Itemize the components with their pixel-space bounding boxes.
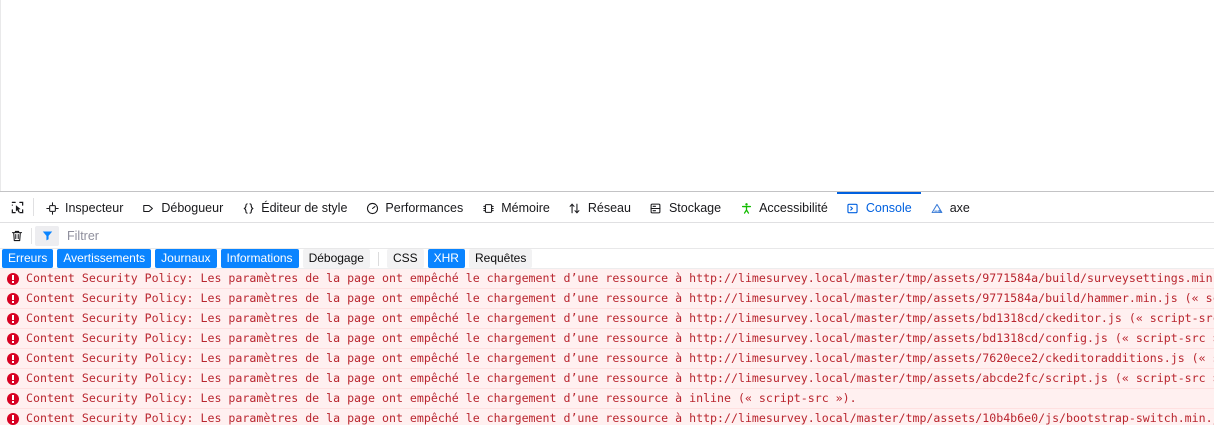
debugger-icon: [141, 201, 155, 215]
console-message-row[interactable]: Content Security Policy: Les paramètres …: [0, 269, 1214, 289]
accessibility-icon: [739, 201, 753, 215]
tab-storage[interactable]: Stockage: [640, 192, 730, 222]
tab-label: Stockage: [668, 201, 722, 215]
console-message-text: Content Security Policy: Les paramètres …: [26, 371, 1214, 385]
tab-label: Accessibilité: [759, 201, 828, 215]
toolbar-separator: [33, 198, 34, 216]
console-toolbar: [0, 223, 1214, 249]
console-message-row[interactable]: Content Security Policy: Les paramètres …: [0, 389, 1214, 409]
console-filter-input[interactable]: [59, 225, 1210, 246]
tab-label: Éditeur de style: [261, 201, 348, 215]
tab-style-editor[interactable]: Éditeur de style: [232, 192, 356, 222]
error-icon: [0, 332, 26, 345]
filter-pill-logs[interactable]: Journaux: [155, 249, 217, 268]
console-message-row[interactable]: Content Security Policy: Les paramètres …: [0, 349, 1214, 369]
filter-pill-xhr[interactable]: XHR: [427, 249, 465, 268]
console-filter-bar: Erreurs Avertissements Journaux Informat…: [0, 249, 1214, 269]
filter-pill-debug[interactable]: Débogage: [302, 249, 370, 268]
console-message-text: Content Security Policy: Les paramètres …: [26, 351, 1214, 365]
inspector-icon: [45, 201, 59, 215]
devtools-tab-strip: Inspecteur Débogueur Éditeur de style: [0, 192, 1214, 223]
tab-debugger[interactable]: Débogueur: [132, 192, 232, 222]
tab-label: Débogueur: [161, 201, 224, 215]
console-message-row[interactable]: Content Security Policy: Les paramètres …: [0, 369, 1214, 389]
error-icon: [0, 352, 26, 365]
tab-axe[interactable]: axe: [921, 192, 979, 222]
console-message-row[interactable]: Content Security Policy: Les paramètres …: [0, 329, 1214, 349]
console-message-row[interactable]: Content Security Policy: Les paramètres …: [0, 309, 1214, 329]
console-message-text: Content Security Policy: Les paramètres …: [26, 291, 1214, 305]
error-icon: [0, 412, 26, 425]
console-message-text: Content Security Policy: Les paramètres …: [26, 311, 1214, 325]
console-message-list[interactable]: Content Security Policy: Les paramètres …: [0, 269, 1214, 425]
console-message-text: Content Security Policy: Les paramètres …: [26, 271, 1214, 285]
tab-label: Mémoire: [501, 201, 550, 215]
tab-accessibility[interactable]: Accessibilité: [730, 192, 837, 222]
toolbar-divider: [31, 227, 32, 244]
filter-bar-separator: [377, 251, 379, 266]
tab-label: Inspecteur: [65, 201, 124, 215]
axe-icon: [930, 201, 944, 215]
error-icon: [0, 372, 26, 385]
filter-pill-css[interactable]: CSS: [386, 249, 424, 268]
tab-label: Console: [865, 201, 912, 215]
error-icon: [0, 392, 26, 405]
tab-network[interactable]: Réseau: [559, 192, 640, 222]
filter-pill-info[interactable]: Informations: [220, 249, 299, 268]
trash-icon[interactable]: [4, 225, 30, 247]
style-editor-icon: [241, 201, 255, 215]
console-message-row[interactable]: Content Security Policy: Les paramètres …: [0, 409, 1214, 425]
element-picker-icon[interactable]: [2, 192, 32, 222]
console-message-row[interactable]: Content Security Policy: Les paramètres …: [0, 289, 1214, 309]
page-content-area: [0, 0, 1214, 191]
tab-performance[interactable]: Performances: [356, 192, 472, 222]
performance-icon: [365, 201, 379, 215]
funnel-icon[interactable]: [35, 225, 59, 246]
developer-tools-panel: Inspecteur Débogueur Éditeur de style: [0, 191, 1214, 425]
memory-icon: [481, 201, 495, 215]
filter-pill-errors[interactable]: Erreurs: [2, 249, 54, 268]
tab-inspector[interactable]: Inspecteur: [36, 192, 132, 222]
filter-pill-requests[interactable]: Requêtes: [468, 249, 533, 268]
console-icon: [846, 201, 860, 215]
tab-label: Réseau: [587, 201, 631, 215]
tab-label: Performances: [385, 201, 464, 215]
filter-pill-warnings[interactable]: Avertissements: [57, 249, 152, 268]
error-icon: [0, 292, 26, 305]
network-icon: [568, 201, 582, 215]
tab-label: axe: [949, 201, 970, 215]
tab-memory[interactable]: Mémoire: [472, 192, 559, 222]
console-message-text: Content Security Policy: Les paramètres …: [26, 331, 1214, 345]
error-icon: [0, 312, 26, 325]
storage-icon: [649, 201, 663, 215]
console-message-text: Content Security Policy: Les paramètres …: [26, 391, 857, 405]
error-icon: [0, 272, 26, 285]
tab-console[interactable]: Console: [836, 192, 921, 222]
console-message-text: Content Security Policy: Les paramètres …: [26, 411, 1214, 425]
